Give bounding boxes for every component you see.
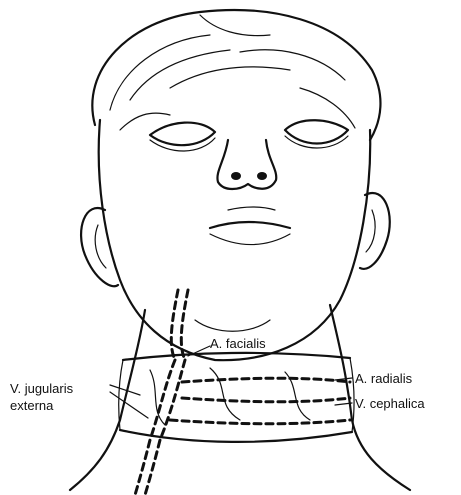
face xyxy=(99,120,371,360)
hair xyxy=(92,10,380,140)
label-a-facialis: A. facialis xyxy=(210,336,266,351)
label-v-cephalica: V. cephalica xyxy=(355,396,425,411)
label-a-radialis: A. radialis xyxy=(355,371,413,386)
ears xyxy=(81,193,390,286)
nose xyxy=(217,140,276,189)
chin xyxy=(195,320,270,331)
eyes xyxy=(150,120,348,151)
mouth xyxy=(210,207,290,245)
label-v-jugularis-2: externa xyxy=(10,398,54,413)
vessel-paths xyxy=(135,290,350,495)
label-v-jugularis-1: V. jugularis xyxy=(10,381,74,396)
